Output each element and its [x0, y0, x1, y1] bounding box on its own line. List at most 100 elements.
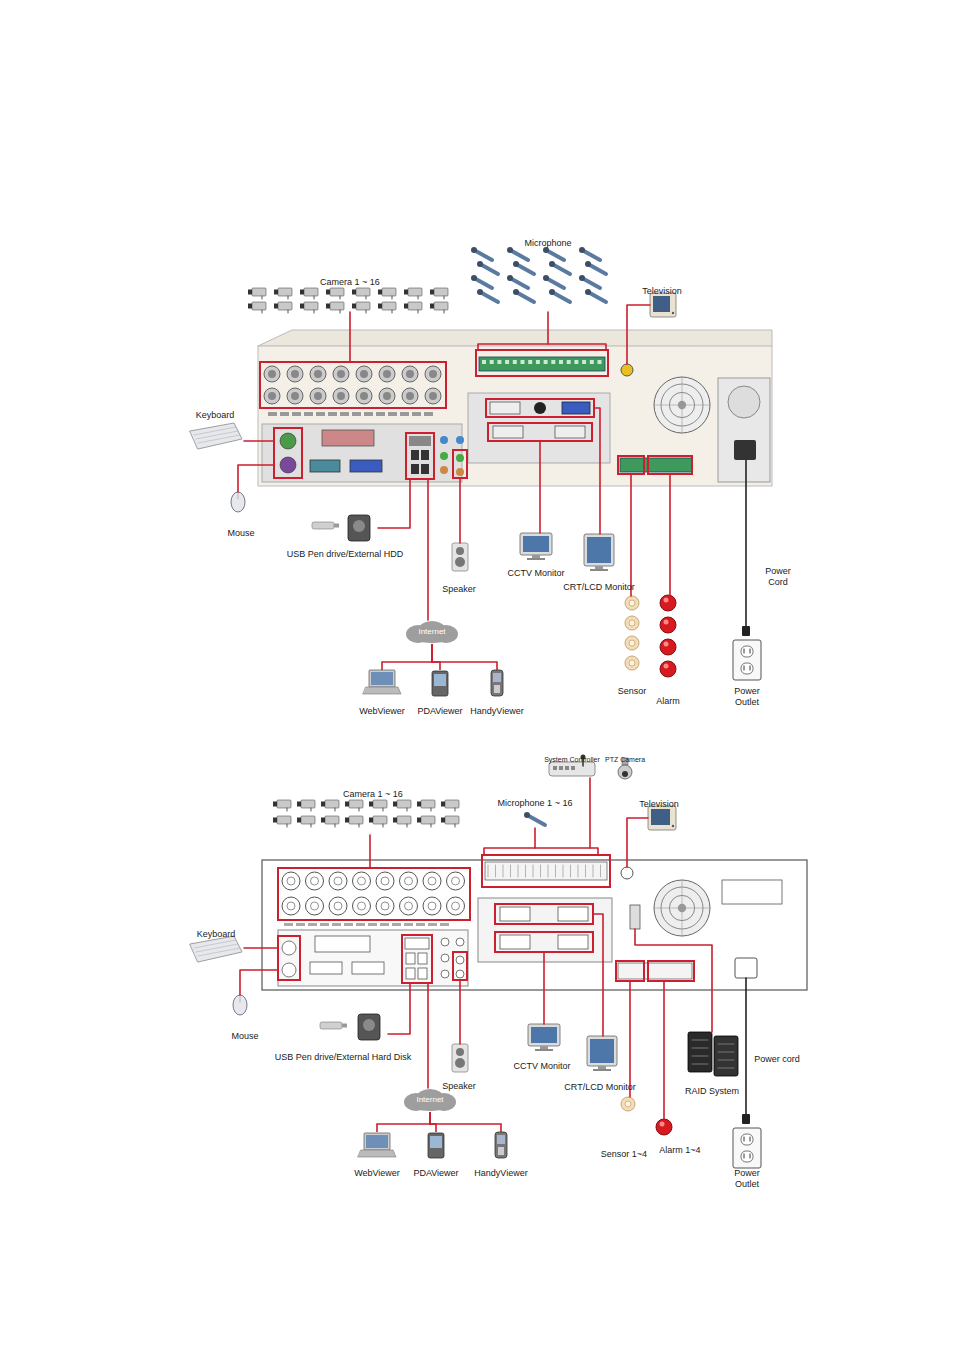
laptop-icon: [369, 670, 395, 687]
keyboard-keys: [194, 427, 236, 435]
dvi-port: [558, 935, 588, 949]
camera-body: [304, 288, 318, 296]
microphone-head: [477, 289, 483, 295]
connection-wire: [427, 983, 429, 1088]
device-label: Alarm 1~4: [659, 1145, 700, 1156]
vent-slot: [428, 923, 437, 926]
vga-port: [352, 962, 384, 974]
microphone-head: [585, 289, 591, 295]
device-label: Keyboard: [197, 929, 236, 940]
speaker-device: Speaker: [440, 1075, 478, 1093]
camera-mount: [431, 808, 432, 811]
connection-wire: [593, 914, 603, 1036]
network-link: [430, 1112, 501, 1132]
bnc-connector: [333, 366, 349, 382]
monitor-base: [535, 1049, 553, 1051]
monitor-output-frame: [495, 932, 593, 952]
lan-port: [405, 938, 429, 949]
connection-wire: [459, 478, 461, 543]
camera-lens: [404, 304, 408, 309]
device-label: Mouse: [231, 1031, 258, 1042]
sensor-terminal-block: [620, 458, 692, 472]
connection-wire: [627, 305, 650, 364]
ps2-port: [282, 963, 296, 977]
vent-slot: [308, 923, 317, 926]
bnc-pin: [337, 370, 345, 378]
connection-wire: [594, 408, 600, 534]
bnc-connector: [447, 897, 465, 915]
television-icon: [650, 293, 676, 317]
bnc-connector: [329, 897, 347, 915]
dvr-rear-panel: [258, 346, 772, 486]
viewer-device: HandyViewer: [472, 1132, 530, 1180]
bnc-connector: [353, 872, 371, 890]
power-inlet: [734, 440, 756, 460]
camera-mount: [287, 808, 288, 811]
camera-body: [445, 816, 459, 824]
usb-port: [421, 464, 429, 474]
device-label: USB Pen drive/External HDD: [287, 549, 404, 560]
cctv-monitor-icon: [528, 1024, 560, 1046]
io-shield: [278, 930, 468, 986]
terminal-screw: [528, 360, 532, 364]
camera-mount: [431, 824, 432, 827]
terminal-divider: [518, 865, 519, 877]
alarm-highlight: [664, 620, 669, 625]
connection-wire: [669, 474, 671, 595]
device-label: CRT/LCD Monitor: [563, 582, 634, 593]
device-label: RAID System: [685, 1086, 739, 1097]
serial-port: [310, 962, 342, 974]
raid-slot: [718, 1044, 734, 1045]
bnc-connector: [400, 897, 418, 915]
terminal-divider: [525, 865, 526, 877]
power-inlet: [735, 958, 757, 978]
audio-terminal-block: [485, 862, 607, 880]
connection-wire: [388, 983, 410, 1034]
camera-mount: [444, 296, 445, 299]
terminal-divider: [548, 865, 549, 877]
device-label: System Controller: [544, 755, 600, 764]
cloud-text: Internet: [416, 1088, 443, 1112]
vga-port: [562, 402, 590, 414]
keyboard-keys: [198, 948, 240, 956]
keyboard-device: Keyboard: [194, 404, 237, 422]
terminal-screw: [590, 360, 594, 364]
outlet-slot: [750, 1154, 751, 1158]
camera-mount: [444, 310, 445, 313]
device-label: WebViewer: [359, 706, 405, 717]
vent-slot: [316, 412, 325, 416]
vent-slot: [332, 923, 341, 926]
speaker-woofer: [455, 1058, 465, 1068]
device-label: Power Outlet: [729, 1168, 765, 1190]
terminal-divider: [503, 865, 504, 877]
connection-wire: [547, 312, 549, 344]
usb-port: [411, 464, 419, 474]
bnc-pin: [405, 877, 413, 885]
camera-mount: [314, 310, 315, 313]
camera-mount: [314, 296, 315, 299]
camera-lens: [352, 290, 356, 295]
vent-slot: [356, 923, 365, 926]
television-device: Television: [640, 280, 684, 298]
connection-wire: [478, 344, 606, 350]
serial-port: [310, 460, 340, 472]
phone-keys: [498, 1147, 504, 1155]
rca-video-out: [621, 364, 633, 376]
microphone-icon: [588, 292, 606, 302]
microphone-head: [579, 275, 585, 281]
monitor-base: [590, 569, 608, 571]
microphone-icon: [510, 250, 528, 260]
vent-slot: [284, 923, 293, 926]
speaker-woofer: [455, 557, 465, 567]
parallel-port: [315, 936, 370, 952]
microphone-head: [549, 261, 555, 267]
raid-icon: [714, 1036, 738, 1076]
keyboard-icon: [190, 423, 242, 449]
camera-body: [408, 302, 422, 310]
raid-slot: [692, 1056, 708, 1057]
viewer-device: HandyViewer: [468, 670, 526, 718]
camera-lens: [417, 802, 421, 807]
internet-cloud: Internet: [404, 620, 460, 644]
